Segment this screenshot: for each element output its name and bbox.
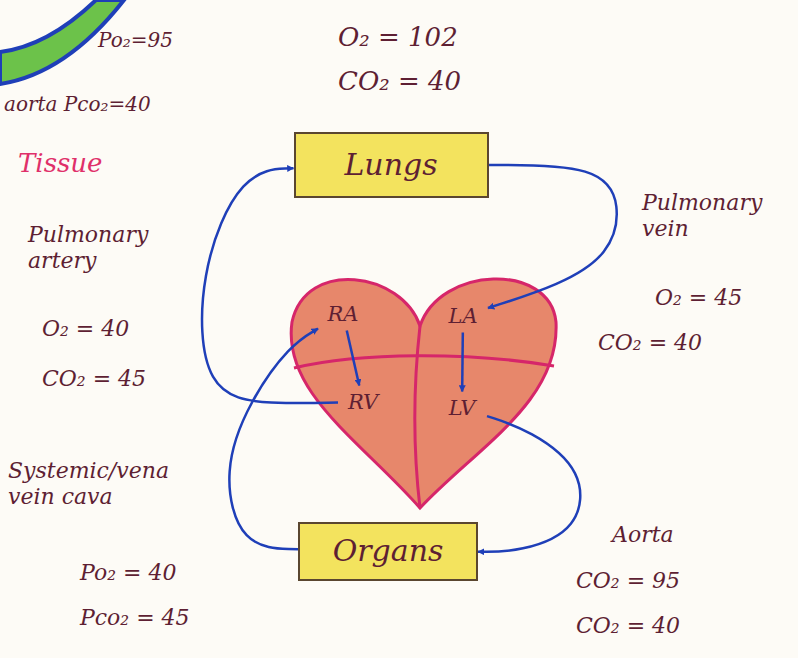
vessel-name: Aorta xyxy=(612,522,674,548)
blood-vessel xyxy=(202,168,338,403)
heart-chamber: RA xyxy=(318,298,368,331)
section-heading: Tissue xyxy=(18,148,102,179)
heart-outline xyxy=(291,279,556,508)
node-text: Lungs xyxy=(344,148,437,183)
valve-line xyxy=(294,356,554,368)
gas-value: O₂ = 45 xyxy=(655,285,742,311)
gas-value: Po₂=95 xyxy=(98,28,173,52)
vessel-name: Pulmonary artery xyxy=(28,222,158,275)
blood-vessel xyxy=(229,329,318,550)
heart-chamber: RV xyxy=(338,386,388,419)
vessel-name: Systemic/vena vein cava xyxy=(8,458,186,511)
organ-box: Organs xyxy=(298,522,478,581)
blood-vessel xyxy=(488,165,617,308)
gas-value: CO₂ = 40 xyxy=(576,613,680,639)
vessel-name: Pulmonary vein xyxy=(642,190,782,243)
gas-value: CO₂ = 40 xyxy=(598,330,702,356)
gas-value: O₂ = 40 xyxy=(42,316,129,342)
blood-vessel xyxy=(478,416,580,552)
gas-value: O₂ = 102 xyxy=(338,22,458,53)
gas-value: aorta Pco₂=40 xyxy=(4,92,151,116)
heart-chamber: LV xyxy=(437,392,487,425)
node-text: RV xyxy=(348,390,378,414)
blood-vessel xyxy=(347,331,360,386)
node-text: Organs xyxy=(333,534,444,569)
node-text: LA xyxy=(448,304,477,328)
blood-vessel xyxy=(461,333,464,392)
gas-value: CO₂ = 95 xyxy=(576,568,680,594)
heart-chamber: LA xyxy=(438,300,488,333)
node-text: RA xyxy=(328,302,359,326)
node-text: LV xyxy=(449,396,476,420)
gas-value: Po₂ = 40 xyxy=(80,560,176,586)
gas-value: CO₂ = 40 xyxy=(338,66,461,97)
septum-line xyxy=(415,326,420,508)
gas-value: CO₂ = 45 xyxy=(42,366,146,392)
gas-value: Pco₂ = 45 xyxy=(80,605,190,631)
organ-box: Lungs xyxy=(294,132,489,198)
